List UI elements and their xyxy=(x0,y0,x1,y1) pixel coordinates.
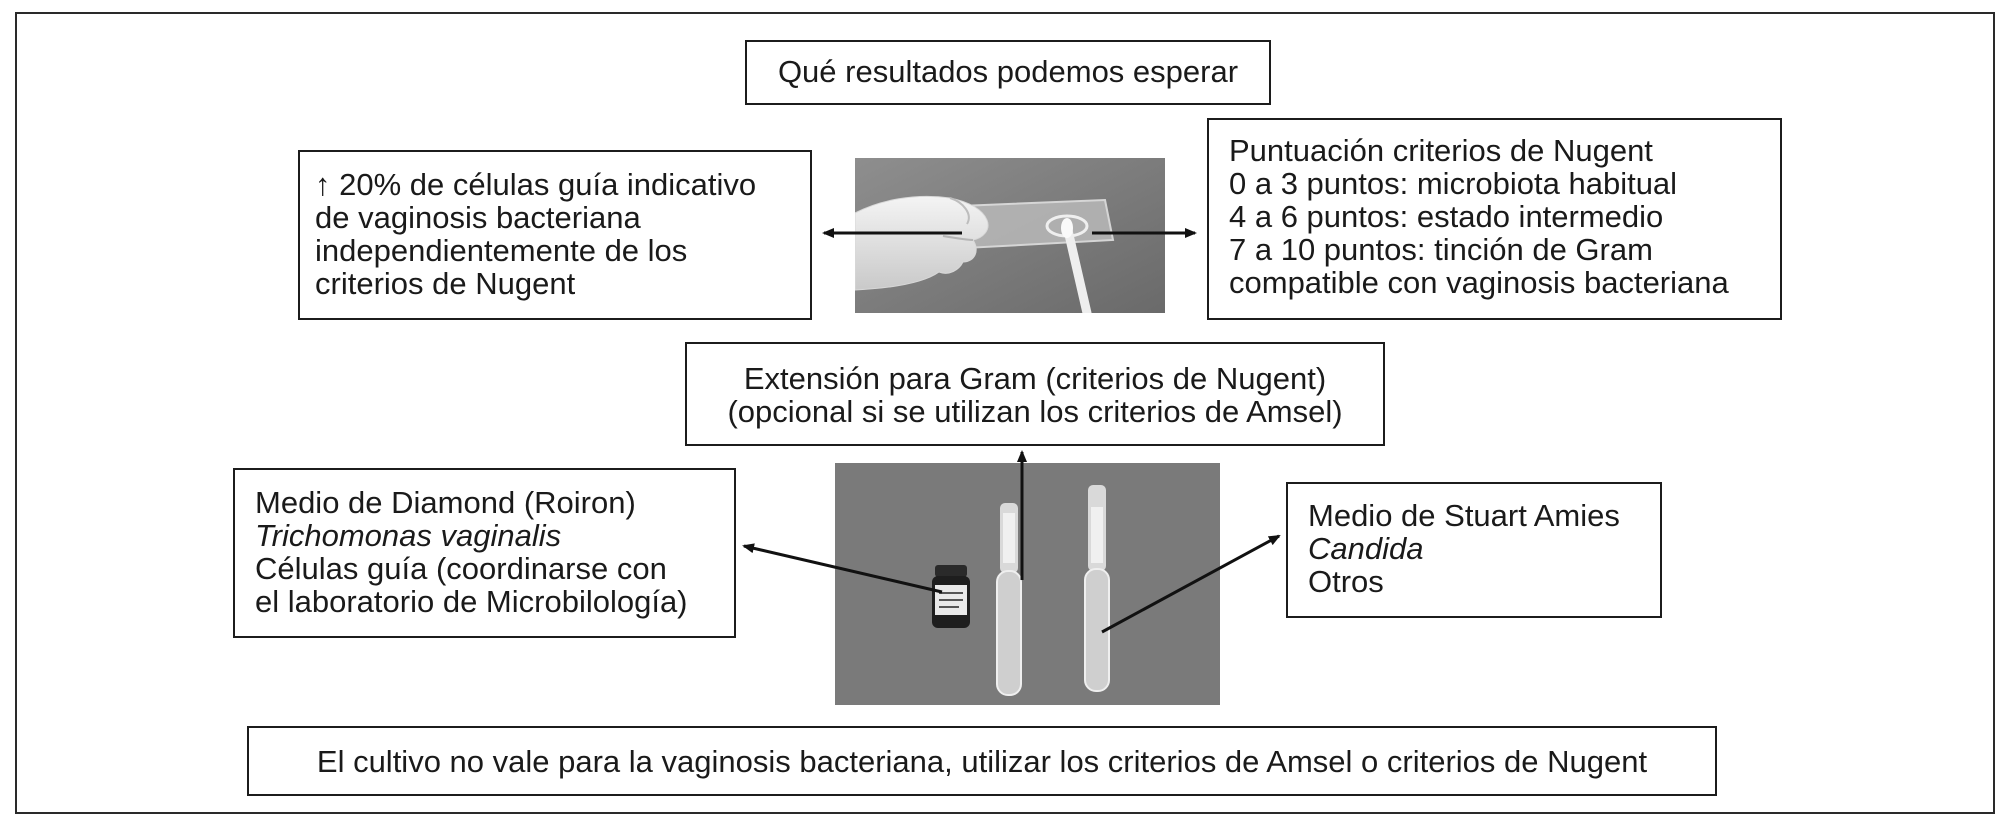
gram-smear-line-1: Extensión para Gram (criterios de Nugent… xyxy=(743,361,1327,396)
clue-cells-coordinate-line-2: el laboratorio de Microbilología) xyxy=(255,584,688,619)
nugent-score-7-10: 7 a 10 puntos: tinción de Gram xyxy=(1229,232,1653,267)
clue-cells-line-4: criterios de Nugent xyxy=(315,266,576,301)
footer-note-box: El cultivo no vale para la vaginosis bac… xyxy=(247,726,1717,796)
stuart-amies-title: Medio de Stuart Amies xyxy=(1308,498,1620,533)
slide-swab-photo xyxy=(855,158,1165,313)
candida-label: Candida xyxy=(1308,531,1424,566)
stuart-amies-box: Medio de Stuart Amies Candida Otros xyxy=(1286,482,1662,618)
nugent-score-0-3: 0 a 3 puntos: microbiota habitual xyxy=(1229,166,1678,201)
title-box: Qué resultados podemos esperar xyxy=(745,40,1271,105)
clue-cells-line-2: de vaginosis bacteriana xyxy=(315,200,641,235)
page-title: Qué resultados podemos esperar xyxy=(777,54,1239,89)
trichomonas-label: Trichomonas vaginalis xyxy=(255,518,562,553)
nugent-scores-heading: Puntuación criterios de Nugent xyxy=(1229,133,1653,168)
nugent-score-7-10-cont: compatible con vaginosis bacteriana xyxy=(1229,265,1729,300)
nugent-scores-box: Puntuación criterios de Nugent 0 a 3 pun… xyxy=(1207,118,1782,320)
diamond-medium-title: Medio de Diamond (Roiron) xyxy=(255,485,636,520)
clue-cells-note-box: ↑ 20% de células guía indicativo de vagi… xyxy=(298,150,812,320)
gram-smear-box: Extensión para Gram (criterios de Nugent… xyxy=(685,342,1385,446)
clue-cells-coordinate-line-1: Células guía (coordinarse con xyxy=(255,551,667,586)
clue-cells-line-3: independientemente de los xyxy=(315,233,688,268)
others-label: Otros xyxy=(1308,564,1384,599)
culture-tubes-photo xyxy=(835,463,1220,705)
diamond-medium-box: Medio de Diamond (Roiron) Trichomonas va… xyxy=(233,468,736,638)
figure-frame xyxy=(15,12,1995,814)
footer-note: El cultivo no vale para la vaginosis bac… xyxy=(316,744,1648,779)
gram-smear-line-2: (opcional si se utilizan los criterios d… xyxy=(727,394,1343,429)
clue-cells-line-1: ↑ 20% de células guía indicativo xyxy=(315,167,757,202)
nugent-score-4-6: 4 a 6 puntos: estado intermedio xyxy=(1229,199,1664,234)
